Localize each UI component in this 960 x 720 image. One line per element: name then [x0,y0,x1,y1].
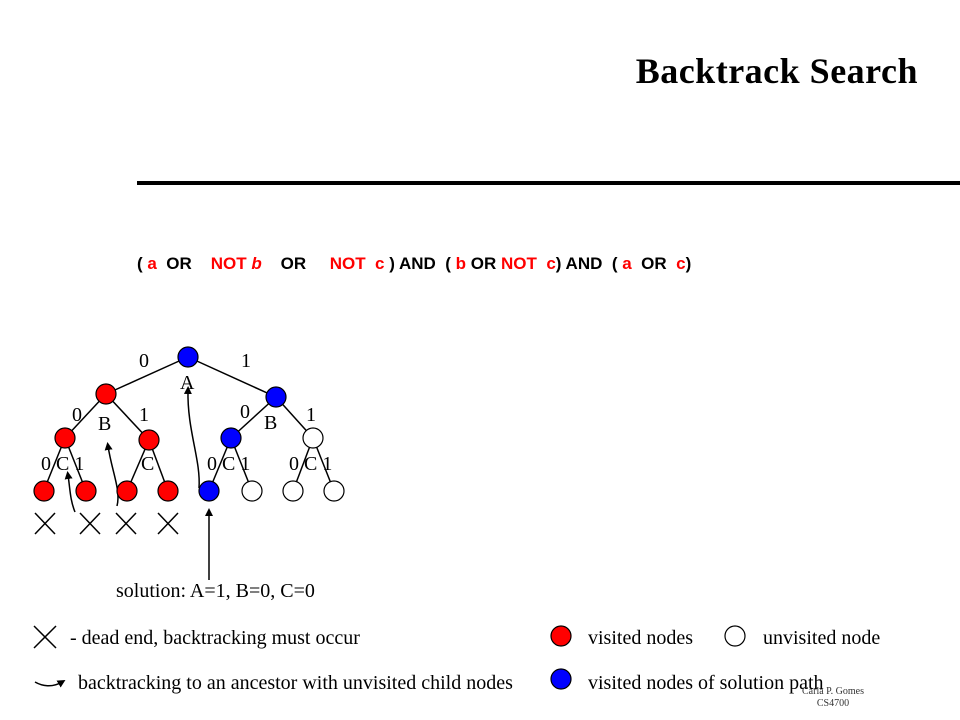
label-c2: C [141,453,154,475]
backtrack-arrow-icon [183,386,200,489]
formula-var-b: b [251,254,262,273]
legend-dead-end-text: - dead end, backtracking must occur [70,627,360,649]
dead-end-cross-icon [115,512,137,535]
leaf-1 [33,480,55,502]
tree-labels: 0 1 A 0 1 B 0 1 B 0 C 1 C 0 C 1 0 C 1 so… [41,350,332,602]
label-c1: 0 C 1 [41,453,84,475]
title-divider [137,181,960,185]
dead-end-cross-icon [34,512,56,535]
node-c1 [54,427,76,449]
formula-part: ) AND ( [555,254,623,273]
legend-solution-icon [550,668,572,690]
legend-dead-end-icon [33,625,57,649]
leaf-5-solution [198,480,220,502]
leaf-7 [282,480,304,502]
boolean-formula: ( a OR NOT b OR NOT c ) AND ( b OR NOT c… [137,254,691,274]
legend-visited-text: visited nodes [588,627,693,649]
footer-course: CS4700 [816,698,850,709]
legend-unvisited-text: unvisited node [763,627,880,649]
formula-not-c: NOT c [501,254,556,273]
formula-part: ( [137,254,148,273]
formula-not: NOT [210,254,252,273]
formula-var-a: a [622,254,632,273]
backtrack-arrows [64,386,213,580]
leaf-3 [116,480,138,502]
slide-title: Backtrack Search [635,51,918,91]
backtrack-arrow-icon [64,471,76,513]
label-b1-zero: 0 [72,404,82,426]
leaf-6 [241,480,263,502]
label-a-one: 1 [241,350,251,372]
label-b1-one: 1 [139,404,149,426]
legend-backtracking-text: backtracking to an ancestor with unvisit… [78,672,513,694]
label-a-zero: 0 [139,350,149,372]
node-b-right [265,386,287,408]
edge-a-b1 [105,356,189,395]
legend-visited-icon [550,625,572,647]
dead-end-cross-icon [79,512,101,535]
dead-end-marks [34,512,179,535]
formula-var-a: a [147,254,157,273]
leaf-2 [75,480,97,502]
formula-var-b: b [455,254,467,273]
label-c4: 0 C 1 [289,453,332,475]
legend: - dead end, backtracking must occur back… [33,625,880,694]
node-a [177,346,199,368]
label-b2-name: B [264,412,277,434]
formula-var-c: c [676,254,686,273]
formula-part: ) [685,254,692,273]
formula-part: OR [631,254,677,273]
leaf-8 [323,480,345,502]
formula-part: ) AND ( [384,254,456,273]
legend-unvisited-icon [724,625,746,647]
node-c2 [138,429,160,451]
label-b2-zero: 0 [240,401,250,423]
formula-part: OR [156,254,211,273]
label-c3: 0 C 1 [207,453,250,475]
label-a-name: A [180,372,195,394]
node-c4 [302,427,324,449]
legend-backtrack-icon [34,679,66,688]
formula-part: OR [261,254,330,273]
tree-nodes [33,346,345,502]
label-b1-name: B [98,413,111,435]
edge-a-b2 [187,356,277,398]
legend-solution-text: visited nodes of solution path [588,672,824,694]
label-b2-one: 1 [306,404,316,426]
footer-author: Carla P. Gomes [802,686,864,697]
formula-part: OR [466,254,501,273]
slide-footer: Carla P. Gomes CS4700 [797,686,869,710]
solution-text: solution: A=1, B=0, C=0 [116,580,315,602]
node-c3 [220,427,242,449]
leaf-4 [157,480,179,502]
dead-end-cross-icon [157,512,179,535]
formula-not-c: NOT c [329,254,385,273]
backtrack-arrow-icon [104,442,119,507]
node-b-left [95,383,117,405]
